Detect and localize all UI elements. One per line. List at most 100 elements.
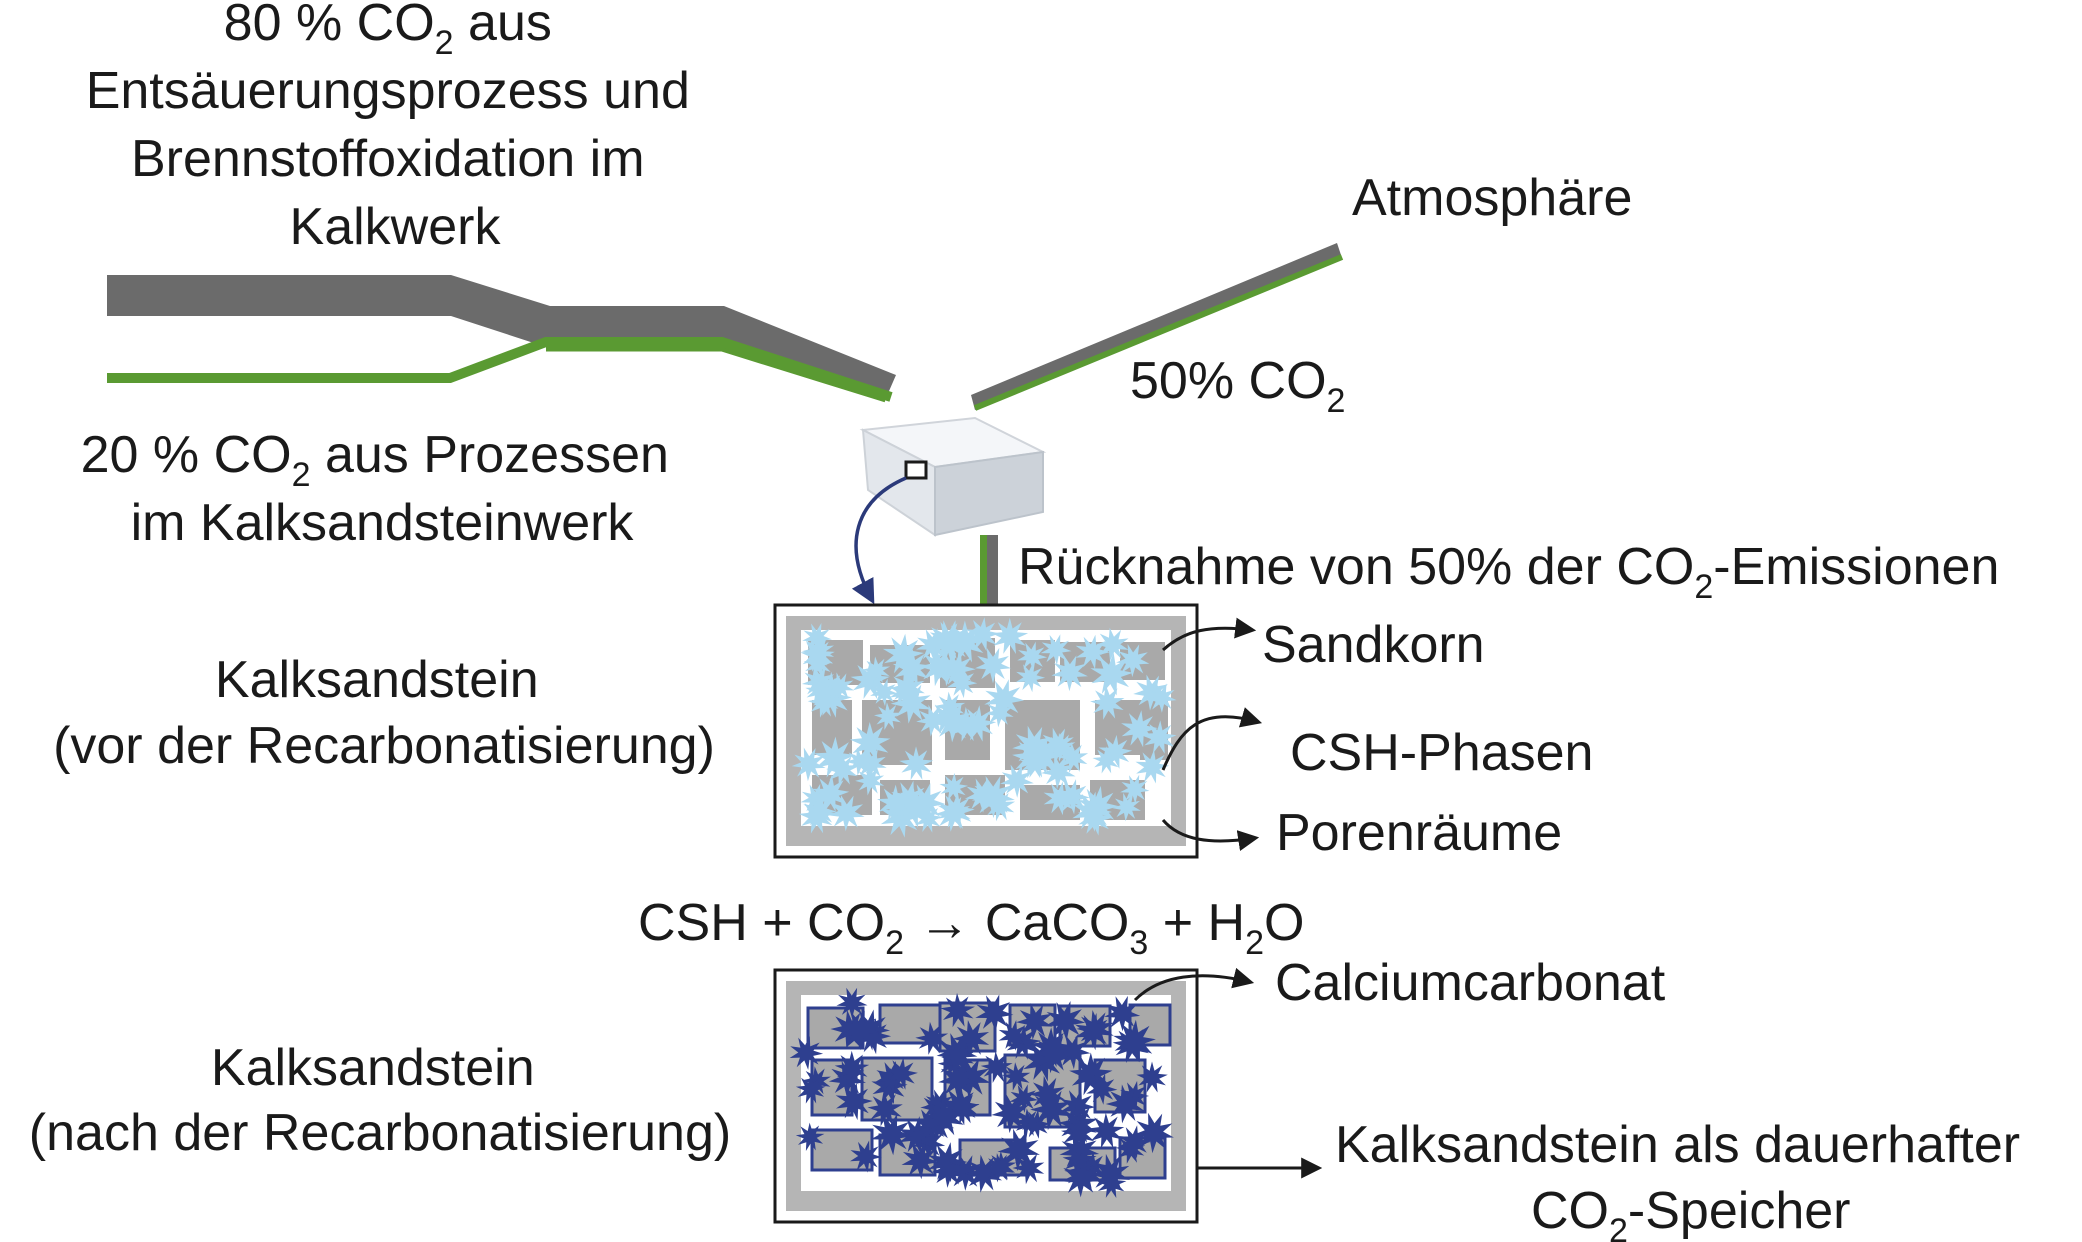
- crystal-cluster: [1015, 662, 1046, 693]
- crystal-cluster: [1112, 792, 1141, 822]
- crystal-cluster: [899, 746, 934, 781]
- crystal-cluster: [940, 1086, 980, 1126]
- crystal-cluster: [965, 617, 1000, 652]
- crystal-cluster: [946, 667, 978, 699]
- crystal-cluster: [825, 672, 855, 701]
- crystal-cluster: [1090, 685, 1125, 720]
- crystal-cluster: [943, 620, 987, 663]
- crystal-cluster: [932, 701, 974, 743]
- stone-after-title: Kalksandstein (nach der Recarbonatisieru…: [29, 1039, 731, 1162]
- crystal-cluster: [1118, 1125, 1151, 1159]
- atmosphere-label: Atmosphäre: [1352, 169, 1632, 227]
- crystal-cluster: [874, 702, 902, 730]
- brick-icon: [859, 416, 1047, 537]
- crystal-cluster: [1098, 734, 1133, 769]
- callout-sandkorn: Sandkorn: [1262, 616, 1485, 674]
- crystal-cluster: [795, 1122, 825, 1151]
- crystal-cluster: [985, 698, 1014, 728]
- crystal-cluster: [1029, 1075, 1065, 1113]
- sand-lime-plant-flow: [107, 337, 893, 402]
- crystal-cluster: [938, 1060, 979, 1100]
- crystal-cluster: [845, 747, 874, 776]
- crystal-cluster: [924, 1096, 965, 1138]
- crystal-cluster: [1069, 1052, 1113, 1096]
- crystal-cluster: [807, 686, 840, 718]
- zoom-arrow: [851, 476, 907, 605]
- stone-before-panel: [773, 603, 1199, 859]
- crystal-cluster: [1105, 1084, 1145, 1124]
- crystal-cluster: [939, 772, 968, 802]
- crystal-cluster: [1051, 655, 1088, 692]
- crystal-cluster: [934, 795, 971, 832]
- crystal-cluster: [940, 992, 975, 1028]
- lime-plant-label: 80 % CO2 aus Entsäuerungsprozess und Bre…: [86, 0, 705, 256]
- crystal-cluster: [889, 670, 925, 706]
- callout-csh-phasen: CSH-Phasen: [1290, 724, 1593, 782]
- crystal-cluster: [1120, 774, 1150, 804]
- crystal-cluster: [1040, 634, 1072, 666]
- crystal-cluster: [805, 676, 834, 705]
- crystal-cluster: [971, 775, 1015, 819]
- crystal-cluster: [941, 1040, 975, 1075]
- co2-inflow-lines: [107, 275, 896, 403]
- crystal-cluster: [870, 678, 898, 707]
- crystal-cluster: [1033, 1033, 1073, 1074]
- crystal-cluster: [1055, 1034, 1091, 1070]
- crystal-cluster: [1113, 1019, 1156, 1063]
- stone-after-panel: [773, 968, 1199, 1224]
- crystal-cluster: [1104, 995, 1141, 1032]
- crystal-cluster: [867, 1091, 903, 1127]
- crystal-cluster: [975, 647, 1011, 684]
- crystal-cluster: [1016, 1003, 1053, 1040]
- crystal-cluster: [1090, 1153, 1130, 1195]
- crystal-cluster: [984, 1153, 1014, 1183]
- stone-before-title: Kalksandstein (vor der Recarbonatisierun…: [53, 651, 715, 775]
- crystal-cluster: [850, 1140, 882, 1173]
- crystal-cluster: [882, 633, 924, 675]
- crystal-cluster: [812, 774, 850, 812]
- crystal-cluster: [1092, 746, 1121, 774]
- crystal-cluster: [1135, 749, 1170, 784]
- crystal-cluster: [1088, 1112, 1125, 1149]
- crystal-cluster: [839, 1010, 880, 1051]
- crystal-cluster: [828, 795, 865, 832]
- atmosphere-outflow: [971, 243, 1344, 411]
- crystal-cluster: [849, 722, 891, 763]
- crystal-cluster: [1061, 1159, 1100, 1198]
- crystal-cluster: [834, 1050, 870, 1085]
- crystal-cluster: [1095, 627, 1129, 661]
- crystal-cluster: [1012, 735, 1055, 779]
- stone-after-callouts: Calciumcarbonat Kalksandstein als dauerh…: [1133, 954, 2035, 1242]
- storage-label: Kalksandstein als dauerhafter CO2-Speich…: [1335, 1116, 2035, 1242]
- crystal-cluster: [870, 1113, 913, 1156]
- crystal-cluster: [1017, 641, 1048, 672]
- crystal-cluster: [836, 987, 868, 1019]
- crystal-cluster: [1090, 652, 1134, 696]
- crystal-cluster: [801, 634, 835, 668]
- crystal-cluster: [1009, 1084, 1039, 1113]
- lime-plant-flow: [107, 275, 896, 398]
- crystal-cluster: [892, 788, 933, 828]
- crystal-cluster: [1002, 1062, 1031, 1091]
- crystal-cluster: [964, 1154, 1003, 1193]
- crystal-cluster: [855, 748, 887, 780]
- crystal-cluster: [916, 628, 951, 663]
- crystal-cluster: [1043, 781, 1077, 816]
- stone-before-callouts: Sandkorn CSH-Phasen Porenräume: [1161, 616, 1593, 862]
- crystal-cluster: [1086, 1073, 1118, 1105]
- crystal-cluster: [1062, 1142, 1097, 1177]
- crystal-cluster: [813, 736, 856, 779]
- calcium-carbonate: [789, 987, 1174, 1198]
- crystal-cluster: [1012, 1151, 1045, 1185]
- crystal-cluster: [901, 1141, 939, 1180]
- reaction-equation: CSH + CO2 → CaCO3 + H2O: [638, 894, 1304, 962]
- crystal-cluster: [998, 1020, 1029, 1051]
- atmosphere-share-label: 50% CO2: [1130, 352, 1345, 420]
- crystal-cluster: [1045, 1001, 1086, 1042]
- crystal-cluster: [975, 994, 1014, 1033]
- sand-lime-plant-label: 20 % CO2 aus Prozessen im Kalksandsteinw…: [81, 426, 684, 552]
- crystal-cluster: [991, 1094, 1031, 1134]
- crystal-cluster: [1121, 710, 1158, 748]
- crystal-cluster: [830, 1009, 869, 1049]
